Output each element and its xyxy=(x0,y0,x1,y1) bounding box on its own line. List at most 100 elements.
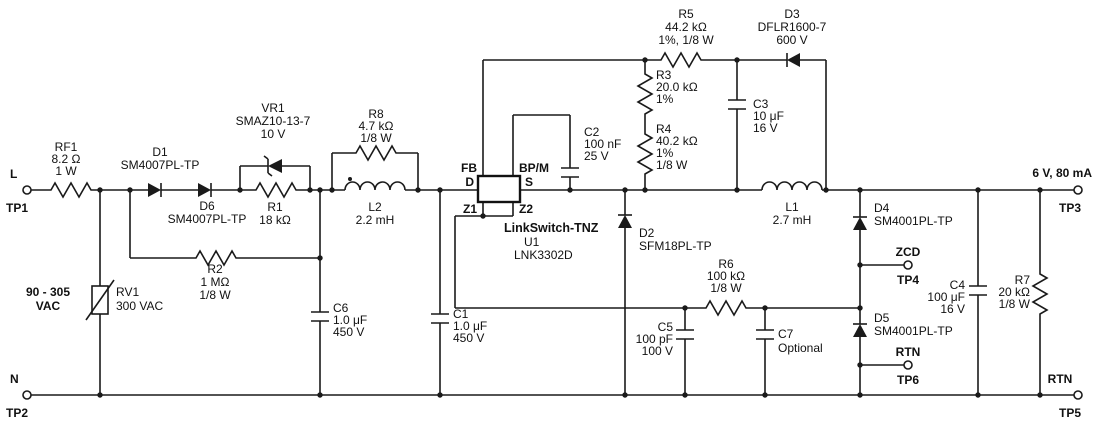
d6-part: SM4007PL-TP xyxy=(168,212,247,226)
r7-value: 20 kΩ xyxy=(998,285,1030,299)
c7-symbol xyxy=(755,329,775,340)
resistor-r1: R1 18 kΩ xyxy=(249,182,301,227)
capacitor-c6: C6 1.0 μF 450 V xyxy=(310,301,367,339)
r2-value: 1 MΩ xyxy=(201,275,230,289)
r5-ref: R5 xyxy=(678,7,694,21)
resistor-r8: R8 4.7 kΩ 1/8 W xyxy=(349,107,401,161)
c2-ref: C2 xyxy=(584,125,600,139)
ic-u1: FB BP/M D S Z1 Z2 LinkSwitch-TNZ U1 LNK3… xyxy=(461,161,599,262)
resistor-r6: R6 100 kΩ 1/8 W xyxy=(699,257,751,316)
d1-symbol xyxy=(147,182,162,198)
r6-symbol xyxy=(699,300,751,316)
u1-pin-fb: FB xyxy=(461,161,477,175)
c4-symbol xyxy=(968,285,988,296)
terminal-tp2: N TP2 xyxy=(6,372,32,420)
r6-value: 100 kΩ xyxy=(707,269,745,283)
r1-value: 18 kΩ xyxy=(259,213,291,227)
d4-part: SM4001PL-TP xyxy=(874,214,953,228)
c3-value: 10 μF xyxy=(753,109,784,123)
capacitor-c1: C1 1.0 μF 450 V xyxy=(430,307,487,345)
c4-rating: 16 V xyxy=(940,302,965,316)
c7-note: Optional xyxy=(778,341,823,355)
r5-value: 44.2 kΩ xyxy=(665,20,707,34)
u1-pin-z2: Z2 xyxy=(519,202,533,216)
tp5-pad-icon xyxy=(1073,390,1083,400)
inductor-l1: L1 2.7 mH xyxy=(761,181,823,227)
tp1-name-label: TP1 xyxy=(6,201,28,215)
tp6-pad-icon xyxy=(903,360,913,370)
r8-symbol xyxy=(349,145,401,161)
u1-pin-z1: Z1 xyxy=(463,202,477,216)
tp6-rtn-label: RTN xyxy=(896,345,921,359)
r8-value: 4.7 kΩ xyxy=(359,119,394,133)
c2-value: 100 nF xyxy=(584,137,621,151)
varistor-rv1: RV1 300 VAC xyxy=(85,279,163,321)
c6-rating: 450 V xyxy=(333,325,364,339)
vr1-ref: VR1 xyxy=(261,101,285,115)
d3-ref: D3 xyxy=(784,7,800,21)
capacitor-c4: C4 100 μF 16 V xyxy=(927,278,988,316)
c2-symbol xyxy=(560,167,580,178)
c3-ref: C3 xyxy=(753,97,769,111)
d3-symbol xyxy=(786,52,801,68)
resistor-r3: R3 20.0 kΩ 1% xyxy=(637,67,698,119)
rv1-value: 300 VAC xyxy=(116,299,163,313)
diode-d6: D6 SM4007PL-TP xyxy=(168,182,247,226)
rf1-rating: 1 W xyxy=(55,164,77,178)
tp2-pad-icon xyxy=(22,390,32,400)
c6-value: 1.0 μF xyxy=(333,313,367,327)
l2-ref: L2 xyxy=(368,200,382,214)
l2-value: 2.2 mH xyxy=(356,213,395,227)
tp3-name-label: TP3 xyxy=(1059,201,1081,215)
c6-symbol xyxy=(310,311,330,322)
terminal-tp6: RTN TP6 xyxy=(896,345,921,387)
d1-ref: D1 xyxy=(152,145,168,159)
c2-rating: 25 V xyxy=(584,149,609,163)
resistor-r7: R7 20 kΩ 1/8 W xyxy=(998,267,1048,319)
c1-value: 1.0 μF xyxy=(453,319,487,333)
d4-symbol xyxy=(852,216,868,231)
d6-symbol xyxy=(197,182,212,198)
diode-d2: D2 SFM18PL-TP xyxy=(617,214,712,253)
u1-pin-s: S xyxy=(525,175,533,189)
d6-ref: D6 xyxy=(199,199,215,213)
tp6-name-label: TP6 xyxy=(897,373,919,387)
r6-rating: 1/8 W xyxy=(710,281,742,295)
diode-d3: D3 DFLR1600-7 600 V xyxy=(758,7,827,68)
l2-symbol xyxy=(344,181,406,191)
diode-d5: D5 SM4001PL-TP xyxy=(852,311,953,338)
u1-body xyxy=(476,174,522,204)
c1-rating: 450 V xyxy=(453,331,484,345)
diode-d1: D1 SM4007PL-TP xyxy=(121,145,200,198)
c5-ref: C5 xyxy=(658,320,674,334)
d5-ref: D5 xyxy=(874,311,890,325)
rf1-symbol xyxy=(44,182,96,198)
l1-value: 2.7 mH xyxy=(773,213,812,227)
d2-ref: D2 xyxy=(639,226,655,240)
resistor-r5: R5 44.2 kΩ 1%, 1/8 W xyxy=(654,7,714,68)
tp1-pad-icon xyxy=(22,185,32,195)
zcd-label: ZCD xyxy=(896,245,921,259)
input-voltage-unit: VAC xyxy=(36,299,61,313)
r1-symbol xyxy=(249,182,301,198)
tp3-pad-icon xyxy=(1073,185,1083,195)
r1-ref: R1 xyxy=(267,200,283,214)
u1-pin-d: D xyxy=(465,175,474,189)
u1-pin-bpm: BP/M xyxy=(519,161,549,175)
d1-part: SM4007PL-TP xyxy=(121,158,200,172)
r5-symbol xyxy=(654,52,706,68)
r3-tolerance: 1% xyxy=(656,92,674,106)
c5-value: 100 pF xyxy=(636,332,673,346)
c3-rating: 16 V xyxy=(753,121,778,135)
d2-part: SFM18PL-TP xyxy=(639,239,712,253)
capacitor-c5: C5 100 pF 100 V xyxy=(636,320,695,358)
r8-rating: 1/8 W xyxy=(360,131,392,145)
r2-ref: R2 xyxy=(207,262,223,276)
vr1-part: SMAZ10-13-7 xyxy=(236,114,311,128)
r7-rating: 1/8 W xyxy=(999,297,1031,311)
tp4-name-label: TP4 xyxy=(897,273,919,287)
tp5-line-label: RTN xyxy=(1048,372,1073,386)
d3-rating: 600 V xyxy=(776,33,807,47)
u1-part: LNK3302D xyxy=(514,248,573,262)
fuse-resistor-rf1: RF1 8.2 Ω 1 W xyxy=(44,140,96,198)
